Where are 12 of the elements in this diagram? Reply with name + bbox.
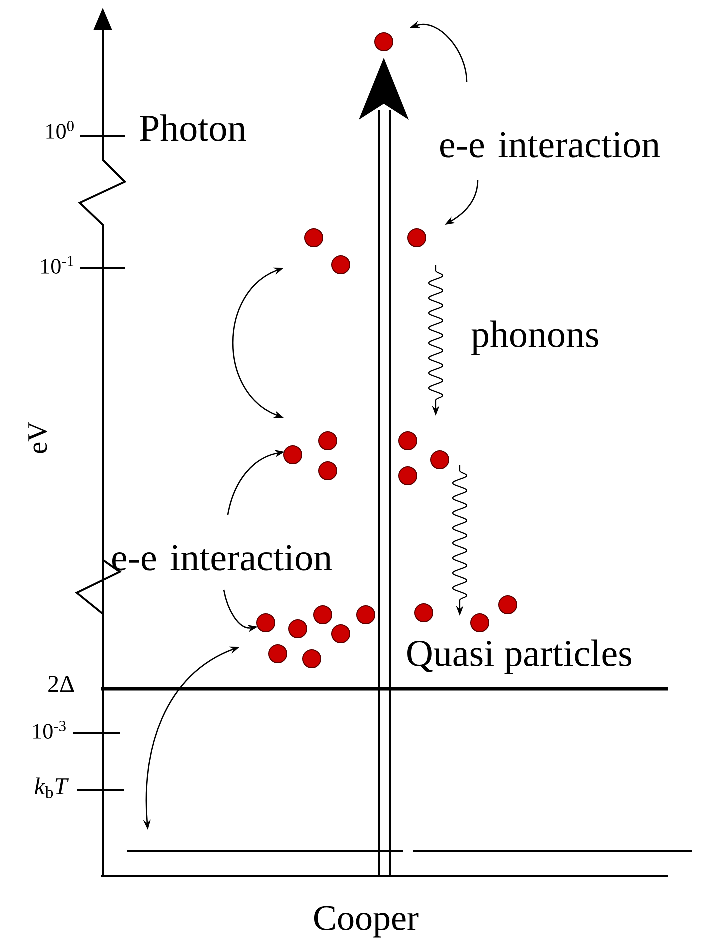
axis-label: 10$^{-3}$ [34, 721, 66, 739]
axis-label: k$_{b}$T [35, 778, 69, 798]
axis-label: 2Δ [48, 676, 74, 692]
text-label: Photon [140, 114, 246, 142]
text-label: e-e interaction [440, 132, 660, 158]
text-label: e-e interaction [112, 545, 332, 571]
axis-label: eV [28, 422, 48, 454]
axis-label: 10$^{0}$ [46, 121, 74, 139]
axis-label: 10$^{-1}$ [42, 256, 74, 274]
text-label: Quasi particles [408, 640, 632, 674]
text-label: phonons [472, 320, 598, 356]
axis-title: Cooper [314, 906, 419, 938]
